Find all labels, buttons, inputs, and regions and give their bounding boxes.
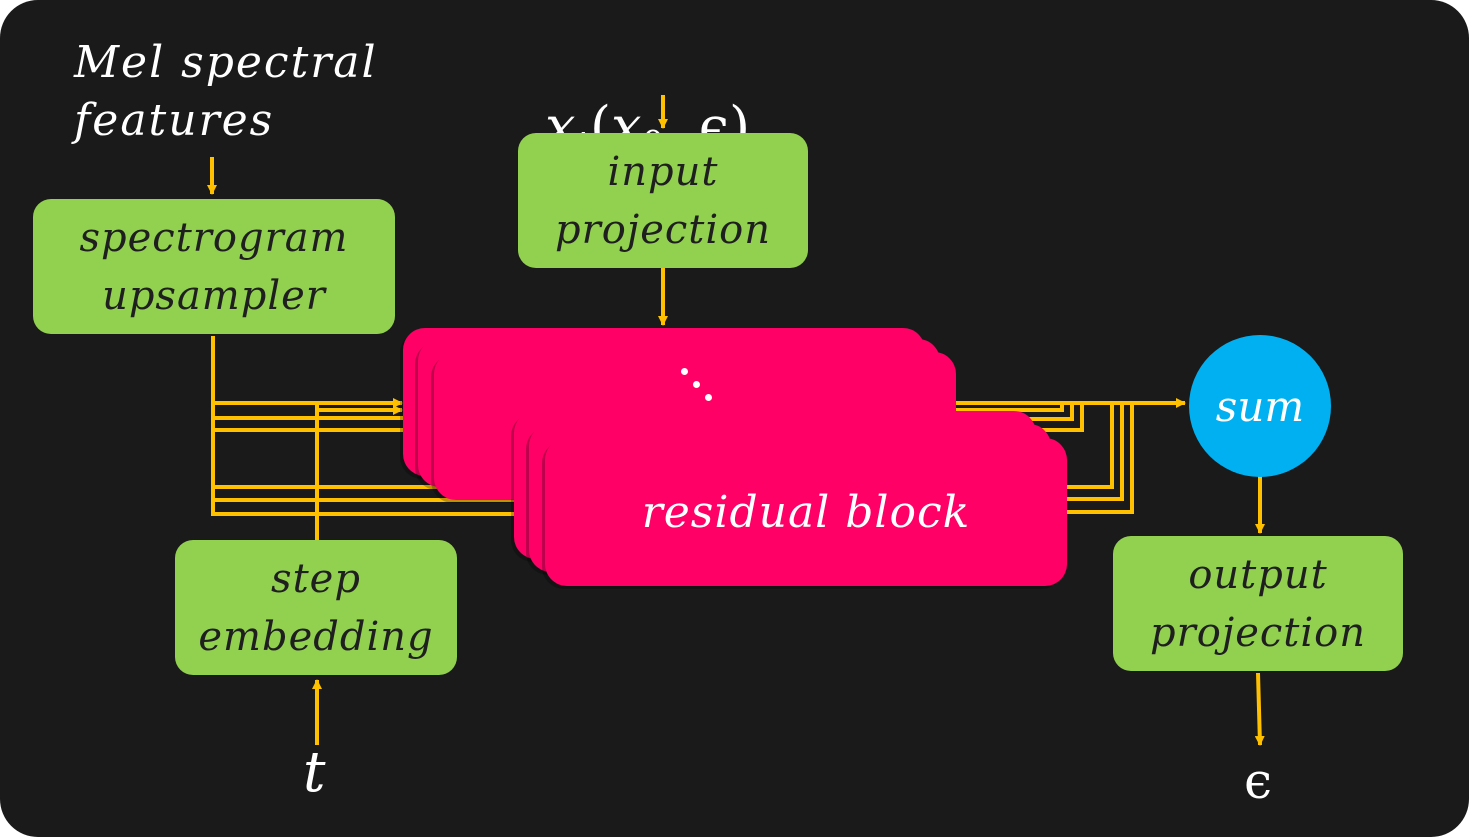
t-label: t <box>303 740 326 805</box>
output-projection-box: output projection <box>1113 536 1403 671</box>
sum-label: sum <box>1215 381 1305 431</box>
arrow-output-projection-to-epsilon <box>1254 672 1265 746</box>
wire-upsampler-bus <box>211 336 546 519</box>
wire-skip-3 <box>1040 403 1084 432</box>
input-projection-label: input projection <box>555 148 771 253</box>
ellipsis-dot-2 <box>693 381 700 388</box>
wire-skip-4 <box>1066 403 1114 489</box>
wire-skip-1 <box>956 403 1064 412</box>
mel-spectral-features-label: Mel spectral features <box>74 37 378 146</box>
input-projection-box: input projection <box>518 133 808 268</box>
step-embedding-label: step embedding <box>198 555 434 660</box>
epsilon-output-label: ϵ <box>1244 752 1273 810</box>
wire-skip-6 <box>1066 403 1134 514</box>
sum-node: sum <box>1189 335 1331 477</box>
residual-block-front: residual block <box>545 438 1067 586</box>
step-embedding-box: step embedding <box>175 540 457 675</box>
wire-skip-5 <box>1066 403 1124 501</box>
ellipsis-dot-3 <box>705 394 712 401</box>
spectrogram-upsampler-label: spectrogram upsampler <box>79 214 349 319</box>
output-projection-label: output projection <box>1150 551 1366 656</box>
residual-block-label: residual block <box>641 486 971 538</box>
ellipsis-dot-1 <box>681 368 688 375</box>
spectrogram-upsampler-box: spectrogram upsampler <box>33 199 395 334</box>
